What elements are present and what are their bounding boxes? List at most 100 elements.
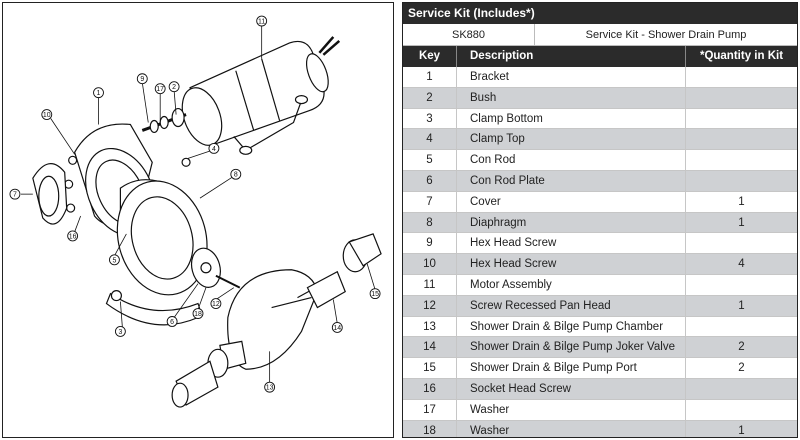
row-quantity: 4 [738, 258, 745, 271]
kit-subheader: SK880 Service Kit - Shower Drain Pump [403, 24, 797, 46]
row-description: Screw Recessed Pan Head [457, 295, 686, 316]
row-key: 10 [403, 254, 457, 274]
callout-3: 3 [118, 329, 122, 336]
con-rod-plate-part [190, 247, 241, 289]
row-key: 4 [403, 129, 457, 150]
row-key: 13 [403, 316, 457, 337]
callout-16: 16 [69, 233, 77, 240]
callout-6: 6 [170, 319, 174, 326]
callout-4: 4 [212, 146, 216, 153]
row-quantity: 1 [738, 216, 745, 229]
row-quantity [686, 233, 797, 253]
row-quantity: 1 [738, 195, 745, 208]
callout-11: 11 [258, 19, 265, 26]
row-key: 11 [403, 274, 457, 295]
row-key: 15 [403, 358, 457, 378]
row-description: Con Rod Plate [457, 170, 686, 191]
header-description: Description [457, 46, 686, 67]
row-quantity [686, 379, 797, 399]
callout-12: 12 [212, 301, 220, 308]
row-key: 5 [403, 150, 457, 170]
row-key: 6 [403, 170, 457, 191]
row-description: Con Rod [457, 150, 686, 170]
row-quantity [686, 129, 797, 149]
motor-assembly-part [181, 36, 341, 155]
row-quantity: 1 [738, 424, 745, 437]
callout-15: 15 [371, 291, 379, 298]
row-description: Bush [457, 87, 686, 108]
row-key: 9 [403, 233, 457, 254]
row-key: 17 [403, 399, 457, 420]
row-quantity: 2 [738, 341, 745, 354]
row-quantity [686, 317, 797, 337]
row-quantity [686, 67, 797, 87]
row-description: Socket Head Screw [457, 378, 686, 399]
row-key: 14 [403, 337, 457, 358]
row-key: 1 [403, 67, 457, 87]
header-quantity: *Quantity in Kit [699, 50, 784, 62]
callout-1: 1 [97, 90, 101, 97]
row-quantity: 2 [738, 362, 745, 375]
row-quantity [686, 109, 797, 129]
row-key: 2 [403, 87, 457, 108]
row-description: Bracket [457, 67, 686, 87]
callout-13: 13 [266, 385, 274, 392]
row-description: Shower Drain & Bilge Pump Joker Valve [457, 337, 686, 358]
row-quantity [686, 400, 797, 420]
joker-valve-bottom-part [171, 340, 247, 408]
row-description: Shower Drain & Bilge Pump Chamber [457, 316, 686, 337]
row-quantity [686, 275, 797, 295]
shaft-washers-part [141, 107, 187, 134]
callout-8: 8 [234, 172, 238, 179]
joker-valve-top-part [306, 233, 382, 309]
cover-part [32, 163, 68, 225]
kit-code: SK880 [403, 24, 535, 45]
row-quantity [686, 150, 797, 170]
callout-2: 2 [172, 84, 176, 91]
row-description: Hex Head Screw [457, 254, 686, 274]
row-key: 7 [403, 191, 457, 212]
callout-5: 5 [112, 257, 116, 264]
callout-17: 17 [156, 86, 164, 93]
row-description: Diaphragm [457, 212, 686, 233]
callout-7: 7 [13, 192, 17, 199]
header-key: Key [403, 46, 457, 67]
row-quantity [686, 88, 797, 108]
row-description: Hex Head Screw [457, 233, 686, 254]
row-key: 16 [403, 378, 457, 399]
kit-name: Service Kit - Shower Drain Pump [585, 29, 747, 41]
row-key: 18 [403, 420, 457, 437]
exploded-parts-diagram: 1 2 3 4 5 6 7 8 9 10 11 12 13 14 15 16 1… [2, 2, 394, 438]
row-description: Clamp Bottom [457, 108, 686, 129]
row-quantity [686, 171, 797, 191]
row-description: Washer [457, 399, 686, 420]
callout-9: 9 [140, 76, 144, 83]
callout-10: 10 [43, 112, 51, 119]
row-key: 8 [403, 212, 457, 233]
row-description: Motor Assembly [457, 274, 686, 295]
diaphragm-part [116, 157, 208, 296]
row-description: Clamp Top [457, 129, 686, 150]
row-key: 12 [403, 295, 457, 316]
row-description: Cover [457, 191, 686, 212]
table-header: Key Description *Quantity in Kit [403, 46, 797, 67]
row-key: 3 [403, 108, 457, 129]
callout-18: 18 [194, 311, 202, 318]
